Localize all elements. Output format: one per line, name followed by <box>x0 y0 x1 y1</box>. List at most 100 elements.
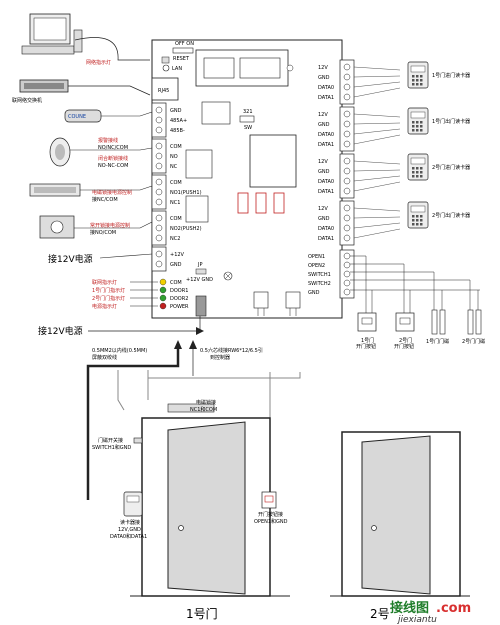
screw-icon <box>155 250 163 258</box>
right-terminal-block-3 <box>339 200 355 246</box>
wire-note-1: 0.5六芯线接RW6*12/6.5引 <box>200 347 263 354</box>
screw-icon <box>343 93 351 101</box>
right-terminal-label: 12V <box>318 159 328 165</box>
cable-note-1: 0.5MM2以内线(0.5MM) <box>92 347 147 354</box>
led-label: POWER <box>170 304 189 310</box>
screw-icon <box>155 142 163 150</box>
status-led-icon <box>159 278 167 286</box>
mag1-label: 1号门门磁 <box>426 338 449 345</box>
relay-c <box>185 195 209 223</box>
screw-icon <box>343 279 351 287</box>
left-terminal-label: COM <box>170 144 182 150</box>
screw-icon <box>155 162 163 170</box>
switch-note-a: 门磁开关接 <box>98 437 123 444</box>
rj45-port <box>151 77 179 101</box>
dip-switch <box>172 47 194 54</box>
em-label-1: 电磁锁接电源控制 <box>92 189 132 196</box>
door1-open-button-icon <box>261 491 277 509</box>
led-label: DOOR2 <box>170 296 188 302</box>
btn1-label-b: 开门按钮 <box>356 343 376 350</box>
switch-label: OFF ON <box>175 41 194 47</box>
alarm-label-2: NO/NC/COM <box>98 145 128 151</box>
right-terminal-blocks: 12VGNDDATA0DATA112VGNDDATA0DATA112VGNDDA… <box>318 59 401 246</box>
left-terminal-label: GND <box>170 108 182 114</box>
status-led-icon <box>159 286 167 294</box>
screw-icon <box>155 214 163 222</box>
right-terminal-label: GND <box>318 169 330 175</box>
door1-maglock <box>167 403 215 413</box>
sw-switch <box>239 115 255 123</box>
right-terminal-label: DATA0 <box>318 226 334 232</box>
left-terminal-label: NO2(PUSH2) <box>170 226 202 232</box>
left-terminal-blocks: GND485A+485B-COMNONCCOMNO1(PUSH1)NC1COMN… <box>151 102 202 272</box>
reader-note-b: 12V,GND <box>118 527 141 533</box>
led-label: COM <box>170 280 182 286</box>
right-input-label: OPEN2 <box>308 263 325 269</box>
switch-note-b: SWITCH1和GND <box>92 444 131 451</box>
led-label: DOOR1 <box>170 288 188 294</box>
door-magnet-2 <box>467 309 482 335</box>
left-terminal-label: NO <box>170 154 178 160</box>
left-terminal-label: 485B- <box>170 128 185 134</box>
left-terminal-label: NC2 <box>170 236 180 242</box>
screw-icon <box>155 224 163 232</box>
door-2 <box>330 431 470 597</box>
door1-label: 1号门 <box>186 606 218 621</box>
right-input-label: OPEN1 <box>308 254 325 260</box>
left-terminal-label: COM <box>170 216 182 222</box>
jp-sub: +12V GND <box>186 277 213 283</box>
relay-red-3 <box>273 192 285 214</box>
relay-red-2 <box>255 192 267 214</box>
right-terminal-label: DATA0 <box>318 85 334 91</box>
door-magnet-1 <box>431 309 446 335</box>
right-terminal-label: GND <box>318 216 330 222</box>
open-button-1 <box>357 312 377 332</box>
lan-light-label: 网络指示灯 <box>86 59 111 66</box>
right-input-label: SWITCH1 <box>308 272 331 278</box>
left-terminal-block-4 <box>151 246 167 272</box>
switch-label-left: 联网络交换机 <box>12 97 42 104</box>
lan-label: LAN <box>172 66 182 72</box>
door1-reader-icon <box>123 491 143 517</box>
led-label-1: 联网指示灯 <box>92 279 117 286</box>
screw-icon <box>343 204 351 212</box>
reader-label: 1号门出门读卡器 <box>432 118 470 125</box>
power-label: 接12V电源 <box>48 253 93 265</box>
relay-a <box>201 101 231 125</box>
screw-icon <box>343 252 351 260</box>
rj45-label: RJ45 <box>158 88 169 94</box>
screw-icon <box>155 106 163 114</box>
door2-label: 2号 <box>370 607 390 621</box>
lock-note-b: NC1和COM <box>190 406 217 413</box>
cable-note-2: 屏蔽双绞线 <box>92 354 117 361</box>
elock-label-1: 常开锁接电源控制 <box>90 222 130 229</box>
wire-note-2: 到控制器 <box>210 354 230 361</box>
left-terminal-label: +12V <box>170 252 185 258</box>
power-connector <box>195 295 207 317</box>
right-terminal-label: 12V <box>318 112 328 118</box>
power-label-2: 接12V电源 <box>38 325 83 337</box>
left-terminal-label: NC1 <box>170 200 180 206</box>
left-terminal-label: 485A+ <box>170 118 187 124</box>
sw-label: SW <box>244 125 252 131</box>
screw-icon <box>155 260 163 268</box>
jp-jumper <box>195 268 207 275</box>
jp-label: JP <box>197 262 203 268</box>
led-label-3: 2号门门指示灯 <box>92 295 125 302</box>
right-terminal-label: DATA1 <box>318 189 334 195</box>
screw-icon <box>343 214 351 222</box>
screw-icon <box>155 234 163 242</box>
right-terminal-block-1 <box>339 106 355 152</box>
card-reader-icon <box>407 153 429 181</box>
screw-icon <box>155 126 163 134</box>
right-terminal-label: DATA0 <box>318 132 334 138</box>
screw-icon <box>155 198 163 206</box>
regulator-1 <box>253 291 269 309</box>
electric-bolt-icon <box>29 183 81 197</box>
btn1-label-a: 1号门 <box>361 337 374 344</box>
open-note-a: 开门按钮接 <box>258 511 283 518</box>
right-terminal-label: 12V <box>318 65 328 71</box>
reader-note-a: 读卡器接 <box>120 519 140 526</box>
